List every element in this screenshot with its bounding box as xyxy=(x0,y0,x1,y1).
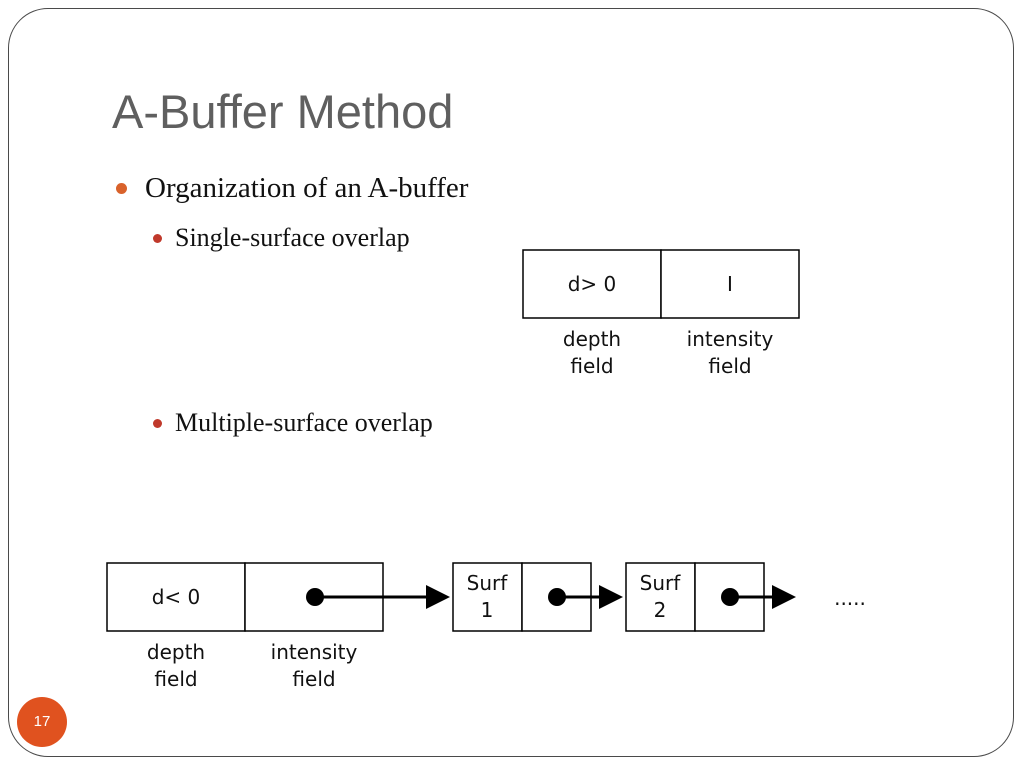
bullet-dot-icon xyxy=(116,183,127,194)
bullet-single-surface: Single-surface overlap xyxy=(153,223,410,253)
depth-field-label: depth xyxy=(563,327,621,351)
depth-field-cell xyxy=(106,562,246,632)
depth-field-cell xyxy=(522,249,662,319)
surf2-label: Surf xyxy=(640,571,682,595)
depth-cell-value: d> 0 xyxy=(568,272,617,296)
bullet-dot-icon xyxy=(153,419,162,428)
intensity-field-label: field xyxy=(708,354,751,378)
bullet-text: Organization of an A-buffer xyxy=(145,172,469,204)
intensity-field-label: intensity xyxy=(687,327,774,351)
depth-field-label: field xyxy=(570,354,613,378)
single-surface-diagram: d> 0 I depth field intensity field xyxy=(522,249,800,378)
bullet-text: Multiple-surface overlap xyxy=(175,408,433,437)
continuation-ellipsis: ..... xyxy=(834,586,866,610)
bullet-organization: Organization of an A-buffer xyxy=(116,172,469,205)
bullet-dot-icon xyxy=(153,234,162,243)
bullet-text: Single-surface overlap xyxy=(175,223,410,252)
intensity-field-label: field xyxy=(292,667,335,691)
intensity-cell-value: I xyxy=(727,272,733,296)
surf2-label: 2 xyxy=(654,598,667,622)
intensity-field-label: intensity xyxy=(271,640,358,664)
depth-cell-value: d< 0 xyxy=(152,585,201,609)
multiple-surface-diagram: d< 0 Surf 1 Surf 2 ..... depth field int… xyxy=(106,562,866,691)
slide-title: A-Buffer Method xyxy=(112,85,454,138)
depth-field-label: field xyxy=(154,667,197,691)
surf1-label: Surf xyxy=(467,571,509,595)
intensity-field-cell xyxy=(660,249,800,319)
depth-field-label: depth xyxy=(147,640,205,664)
slide-frame xyxy=(8,8,1014,757)
surf1-label: 1 xyxy=(481,598,494,622)
bullet-multiple-surface: Multiple-surface overlap xyxy=(153,408,433,438)
page-number-badge: 17 xyxy=(17,697,67,747)
